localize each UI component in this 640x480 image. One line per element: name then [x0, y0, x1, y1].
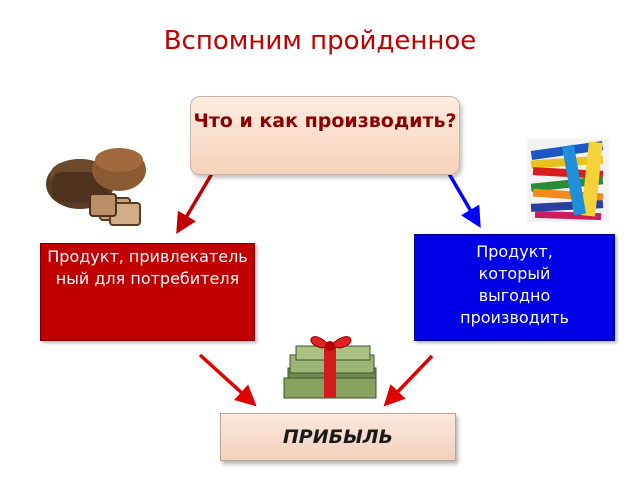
consumer-product-box: Продукт, привлекательный для потребителя [40, 243, 255, 341]
profitable-product-box: Продукт, который выгодно производить [414, 234, 615, 341]
arrow-left-to-profit [198, 353, 257, 407]
profit-box: ПРИБЫЛЬ [220, 413, 456, 461]
profitable-product-line-4: производить [460, 308, 569, 327]
question-box: Что и как производить? [190, 96, 460, 175]
profitable-product-line-1: Продукт, [476, 242, 553, 261]
arrow-right-to-profit [383, 354, 434, 407]
slide-title: Вспомним пройденное [163, 26, 477, 56]
profitable-product-line-3: выгодно [478, 286, 551, 305]
profitable-product-line-2: который [478, 264, 551, 283]
